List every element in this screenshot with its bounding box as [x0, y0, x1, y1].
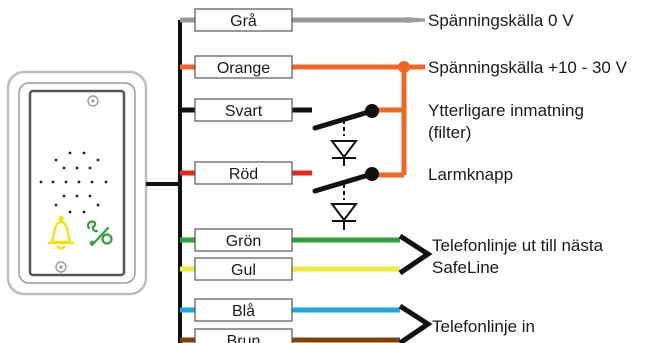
bottom-screw [55, 261, 67, 273]
desc-extra-input-line2: (filter) [428, 123, 471, 142]
wire-label-rod: Röd [229, 166, 258, 183]
desc-phone-in: Telefonlinje in [432, 317, 535, 336]
safeline-device [6, 70, 148, 296]
wire-label-box-orange: Orange [194, 55, 293, 79]
wire-label-box-brun: Brun [194, 328, 293, 343]
switch-extra-input [312, 104, 379, 131]
speaker-grille [39, 151, 108, 214]
diode-1 [330, 120, 358, 166]
wire-label-box-rod: Röd [194, 161, 293, 185]
desc-phone-out-line2: SafeLine [432, 258, 499, 277]
top-screw [87, 95, 99, 107]
desc-phone-out-line1: Telefonlinje ut till nästa [432, 236, 604, 255]
desc-alarm-button: Larmknapp [428, 165, 513, 184]
wire-label-brun: Brun [227, 333, 261, 343]
wire-label-box-gul: Gul [194, 257, 293, 281]
switch-alarm [312, 167, 379, 194]
wire-label-svart: Svart [225, 103, 263, 120]
wire-label-bla: Blå [232, 302, 255, 320]
diode-2 [330, 184, 358, 230]
wire-label-box-gron: Grön [194, 228, 293, 252]
wire-gra [180, 17, 425, 23]
bell-icon [48, 215, 74, 250]
twisted-pair-in [398, 303, 433, 343]
wire-label-orange: Orange [217, 60, 270, 77]
wire-label-gra: Grå [230, 12, 257, 30]
wire-label-box-svart: Svart [194, 98, 293, 122]
desc-supply-positive: Spänningskälla +10 - 30 V [428, 58, 628, 77]
wire-label-gul: Gul [231, 262, 256, 279]
phone-percent-icon [86, 220, 113, 247]
desc-supply-0v: Spänningskälla 0 V [428, 11, 574, 30]
junction-dot [398, 61, 410, 73]
wire-label-gron: Grön [226, 233, 262, 250]
wire-label-box-bla: Blå [194, 298, 293, 322]
desc-extra-input-line1: Ytterligare inmatning [428, 101, 584, 120]
wire-label-box-gra: Grå [194, 8, 293, 32]
twisted-pair-out [398, 233, 433, 276]
